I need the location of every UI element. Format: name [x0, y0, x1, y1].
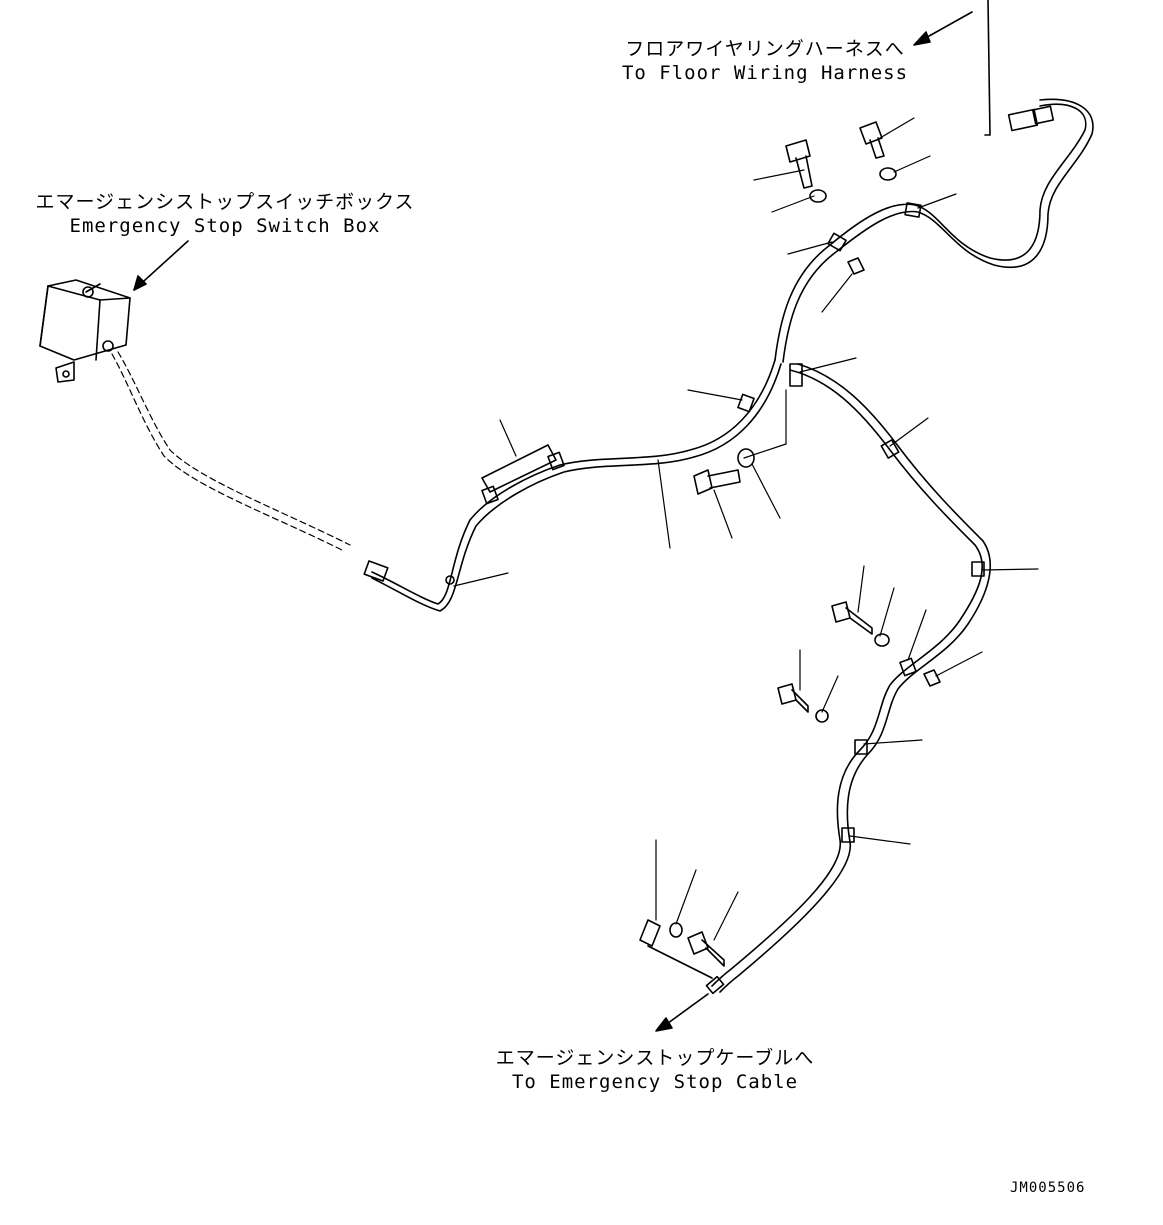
bolt-top-right — [859, 121, 885, 159]
floor-harness-arrow — [913, 11, 973, 46]
washer — [874, 633, 890, 647]
washer — [737, 448, 755, 468]
washer — [809, 189, 827, 203]
bolt-bottom — [687, 931, 725, 967]
stop-cable-label: エマージェンシストップケーブルへ To Emergency Stop Cable — [485, 1046, 825, 1094]
floor-harness-label-ja: フロアワイヤリングハーネスへ — [625, 38, 905, 60]
stop-cable-label-en: To Emergency Stop Cable — [511, 1071, 799, 1093]
switch-box-leader — [133, 240, 189, 291]
switch-box-label: エマージェンシストップスイッチボックス Emergency Stop Switc… — [30, 190, 420, 238]
washer — [879, 167, 897, 181]
switch-box-label-en: Emergency Stop Switch Box — [69, 215, 381, 237]
stop-cable-arrow — [655, 993, 709, 1032]
washer — [669, 922, 683, 938]
bottom-bracket — [639, 919, 713, 979]
drawing-id: JM005506 — [1010, 1180, 1086, 1196]
emergency-stop-switch-box — [39, 279, 131, 383]
left-connector — [363, 560, 455, 585]
spacer — [923, 669, 941, 687]
hidden-cable-dashed — [111, 351, 351, 552]
washer — [815, 709, 829, 723]
bolt-right-upper — [831, 601, 873, 635]
floor-harness-label-en: To Floor Wiring Harness — [621, 62, 909, 84]
floor-harness-connector — [984, 0, 1055, 136]
harness-left-branch — [371, 359, 782, 612]
harness-upper-trunk — [774, 98, 1094, 363]
harness-right-branch — [711, 363, 991, 993]
callout-leader-lines — [453, 117, 1039, 941]
switch-box-label-ja: エマージェンシストップスイッチボックス — [35, 191, 415, 213]
harness-clamps — [481, 202, 985, 995]
bolt-top-left — [785, 139, 813, 189]
nut — [847, 257, 865, 275]
bolt-right-lower — [777, 683, 809, 713]
floor-harness-label: フロアワイヤリングハーネスへ To Floor Wiring Harness — [600, 37, 930, 85]
bolt-middle — [693, 469, 741, 495]
stop-cable-label-ja: エマージェンシストップケーブルへ — [495, 1047, 815, 1069]
clamp-bracket — [481, 444, 557, 493]
